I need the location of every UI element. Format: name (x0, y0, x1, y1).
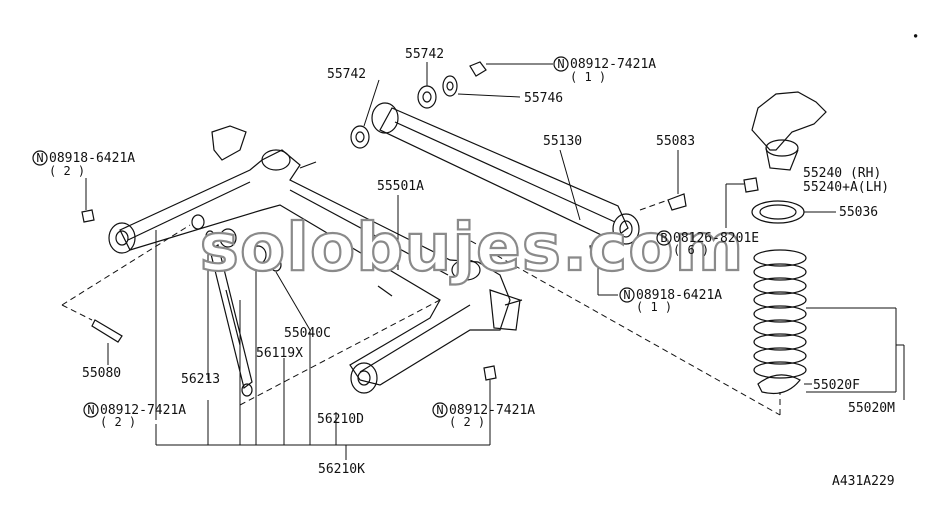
qty-08918-right: ( 1 ) (636, 300, 672, 314)
part-labels: 55742 55742 08912-7421A ( 1 ) 55746 0891… (49, 29, 919, 489)
figure-code: A431A229 (832, 474, 895, 489)
n-letter: N (87, 403, 94, 417)
label-55080: 55080 (82, 366, 121, 381)
qty-08912-bm: ( 2 ) (449, 415, 485, 429)
label-08918-left: 08918-6421A (49, 151, 135, 166)
qty-08126: ( 6 ) (673, 243, 709, 257)
n-marker-08912-bm: N (432, 402, 448, 418)
upper-link-55130 (371, 102, 640, 245)
qty-08912-bl: ( 2 ) (100, 415, 136, 429)
label-55746: 55746 (524, 91, 563, 106)
qty-08918-left: ( 2 ) (49, 164, 85, 178)
spring-seat-55240 (751, 91, 827, 171)
beam-axle-55501a (108, 125, 523, 394)
leader-lines (61, 62, 905, 460)
label-56119x: 56119X (256, 346, 303, 361)
label-55240-rh: 55240 (RH) (803, 166, 881, 181)
n-marker-08912-top: N (553, 56, 569, 72)
small-hardware (81, 177, 759, 381)
label-55501a: 55501A (377, 179, 424, 194)
label-55040c: 55040C (284, 326, 331, 341)
label-55083: 55083 (656, 134, 695, 149)
n-marker-08912-bl: N (83, 402, 99, 418)
parts-drawing (81, 61, 827, 397)
label-08912-bm: 08912-7421A (449, 403, 535, 418)
label-55240a-lh: 55240+A(LH) (803, 180, 889, 195)
label-08912-bl: 08912-7421A (100, 403, 186, 418)
spring-coil (753, 347, 807, 365)
shock-absorber-56210d (209, 228, 282, 397)
label-55020m: 55020M (848, 401, 895, 416)
spring-coil (753, 277, 807, 295)
spring-coil (753, 263, 807, 281)
spring-seat-55020f (757, 374, 801, 395)
label-55742-top: 55742 (405, 47, 444, 62)
n-letter: N (436, 403, 443, 417)
n-letter: N (557, 57, 564, 71)
label-55742-left: 55742 (327, 67, 366, 82)
spring-coil (753, 291, 807, 309)
spring-coil (753, 249, 807, 267)
b-letter: B (660, 231, 667, 245)
n-letter: N (36, 151, 43, 165)
label-55036: 55036 (839, 205, 878, 220)
label-56213: 56213 (181, 372, 220, 387)
label-08126: 08126-8201E (673, 231, 759, 246)
coil-spring-55020 (753, 249, 807, 379)
n-letter: N (623, 288, 630, 302)
washer-55746 (442, 61, 487, 97)
label-08912-top: 08912-7421A (570, 57, 656, 72)
spring-coil (753, 333, 807, 351)
corner-mark: ∙ (912, 29, 919, 43)
n-marker-08918-right: N (619, 287, 635, 303)
label-55020f: 55020F (813, 378, 860, 393)
spring-coil (753, 305, 807, 323)
bushing-55742 (350, 85, 437, 149)
spring-coil (753, 319, 807, 337)
b-marker-08126: B (656, 230, 672, 246)
spring-coil (753, 361, 807, 379)
insulator-55036 (751, 200, 805, 224)
circle-markers: N N B N N N (32, 56, 672, 418)
label-56210k: 56210K (318, 462, 365, 477)
n-marker-08918-left: N (32, 150, 48, 166)
watermark-text: solobujes.com (200, 209, 745, 286)
label-08918-right: 08918-6421A (636, 288, 722, 303)
label-56210d: 56210D (317, 412, 364, 427)
label-55130: 55130 (543, 134, 582, 149)
qty-08912-top: ( 1 ) (570, 70, 606, 84)
